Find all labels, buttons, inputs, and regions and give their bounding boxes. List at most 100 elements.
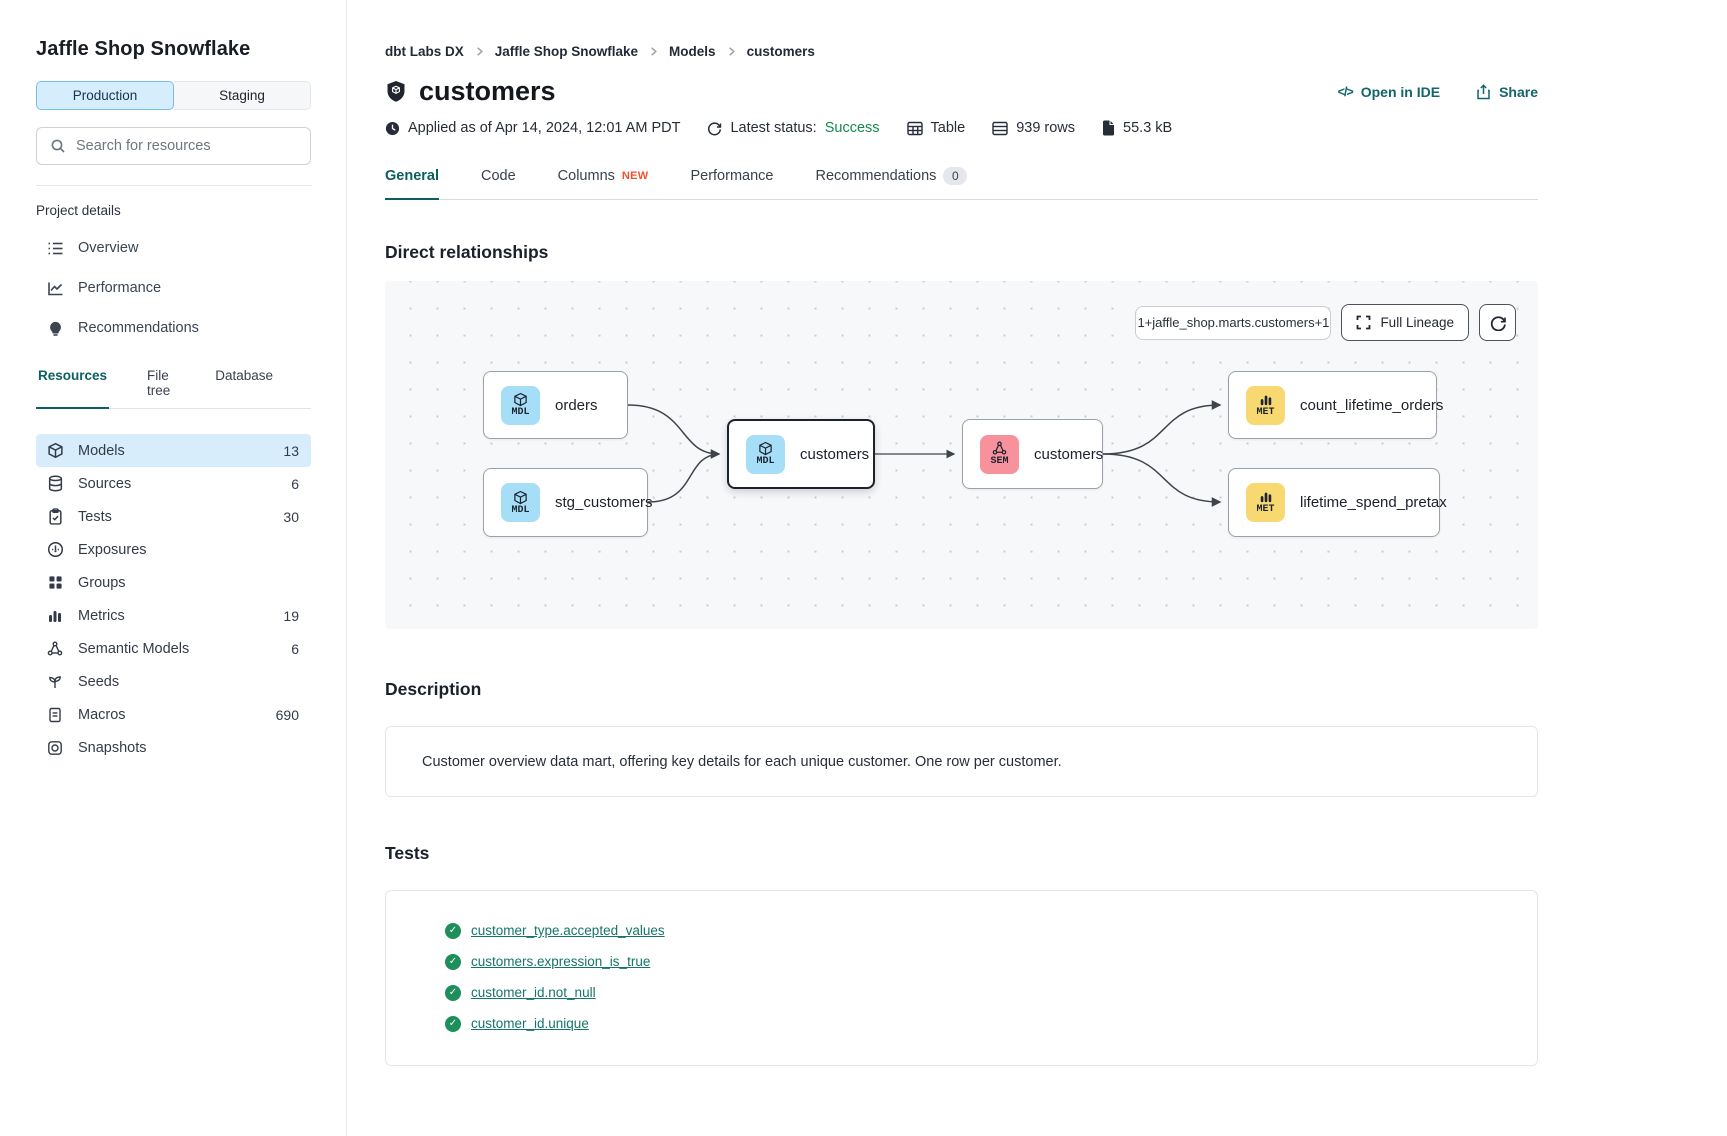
- bar-chart-icon: [46, 607, 64, 625]
- test-link[interactable]: customers.expression_is_true: [471, 954, 651, 969]
- sidebar: Jaffle Shop Snowflake Production Staging…: [0, 0, 347, 1136]
- tab-file-tree[interactable]: File tree: [147, 368, 171, 398]
- metric-badge: MET: [1246, 483, 1285, 522]
- open-in-ide-button[interactable]: </> Open in IDE: [1337, 83, 1441, 100]
- sidebar-item-macros[interactable]: Macros 690: [36, 698, 311, 731]
- lineage-node-count-lifetime-orders[interactable]: MET count_lifetime_orders: [1228, 371, 1443, 439]
- lineage-node-customers-semantic[interactable]: SEM customers: [962, 419, 1103, 489]
- full-lineage-button[interactable]: Full Lineage: [1341, 304, 1469, 341]
- sidebar-item-semantic-models[interactable]: Semantic Models 6: [36, 632, 311, 665]
- rows-icon: [992, 121, 1008, 136]
- test-link[interactable]: customer_type.accepted_values: [471, 923, 665, 938]
- search-input[interactable]: [76, 138, 298, 154]
- environment-staging-button[interactable]: Staging: [174, 81, 311, 110]
- lineage-graph[interactable]: Full Lineage MDL: [385, 281, 1538, 629]
- breadcrumb-item[interactable]: Models: [669, 44, 716, 59]
- lineage-node-stg-customers[interactable]: MDL stg_customers: [483, 468, 653, 537]
- breadcrumb-item[interactable]: Jaffle Shop Snowflake: [494, 44, 639, 59]
- resource-label: Groups: [78, 574, 126, 591]
- model-badge: MDL: [746, 434, 785, 474]
- breadcrumb-item-current: customers: [746, 44, 815, 59]
- node-label: lifetime_spend_pretax: [1300, 494, 1447, 511]
- chevron-right-icon: [474, 46, 485, 57]
- meta-size: 55.3 kB: [1102, 120, 1172, 136]
- status-success-text: Success: [824, 120, 880, 136]
- node-label: count_lifetime_orders: [1300, 396, 1444, 414]
- gauge-icon: [46, 541, 64, 559]
- lineage-node-lifetime-spend-pretax[interactable]: MET lifetime_spend_pretax: [1228, 468, 1447, 537]
- refresh-icon: [1490, 315, 1506, 331]
- resource-label: Tests: [78, 508, 112, 525]
- lineage-edges: [627, 400, 1222, 507]
- page-title: customers: [419, 76, 556, 106]
- resource-count: 30: [283, 508, 299, 525]
- project-title: Jaffle Shop Snowflake: [36, 38, 251, 60]
- refresh-lineage-button[interactable]: [1479, 304, 1516, 341]
- file-size-icon: [1102, 120, 1115, 136]
- search-icon: [49, 137, 67, 155]
- title-row: customers </> Open in IDE Share: [385, 76, 1538, 107]
- description-heading: Description: [385, 679, 482, 699]
- tab-database[interactable]: Database: [215, 368, 273, 383]
- sidebar-item-sources[interactable]: Sources 6: [36, 467, 311, 500]
- model-badge: MDL: [501, 483, 540, 522]
- breadcrumb-item[interactable]: dbt Labs DX: [385, 44, 464, 59]
- share-network-icon: [46, 640, 64, 658]
- node-label: customers: [1034, 445, 1104, 463]
- sidebar-item-models[interactable]: Models 13: [36, 434, 311, 467]
- resource-label: Sources: [78, 475, 132, 492]
- check-circle-icon: ✓: [445, 922, 461, 939]
- sidebar-item-snapshots[interactable]: Snapshots: [36, 731, 311, 764]
- count-badge: 0: [943, 167, 968, 185]
- test-link[interactable]: customer_id.unique: [471, 1016, 589, 1031]
- lineage-selector-input[interactable]: [1135, 305, 1332, 340]
- tab-general[interactable]: General: [385, 167, 439, 200]
- environment-production-button[interactable]: Production: [36, 81, 174, 110]
- metric-badge: MET: [1246, 385, 1285, 425]
- lineage-node-orders[interactable]: MDL orders: [483, 371, 628, 439]
- sidebar-item-tests[interactable]: Tests 30: [36, 500, 311, 533]
- sidebar-item-groups[interactable]: Groups: [36, 566, 311, 599]
- sidebar-item-seeds[interactable]: Seeds: [36, 665, 311, 698]
- sidebar-item-recommendations[interactable]: Recommendations: [36, 308, 311, 348]
- tab-resources[interactable]: Resources: [36, 360, 110, 409]
- check-circle-icon: ✓: [445, 984, 461, 1001]
- model-shield-icon: [385, 80, 406, 103]
- tab-code[interactable]: Code: [481, 168, 516, 184]
- grid-icon: [46, 574, 64, 592]
- clipboard-check-icon: [46, 508, 64, 526]
- chart-line-icon: [46, 279, 64, 297]
- export-icon: [1476, 83, 1491, 100]
- camera-icon: [46, 739, 64, 757]
- tab-performance[interactable]: Performance: [690, 168, 774, 184]
- breadcrumb: dbt Labs DX Jaffle Shop Snowflake Models…: [385, 44, 1538, 59]
- sidebar-item-performance[interactable]: Performance: [36, 268, 311, 308]
- resource-list: Models 13 Sources 6 Tests 30 Exposures: [36, 434, 311, 764]
- project-nav: Overview Performance Recommendations: [36, 228, 311, 348]
- sidebar-item-label: Overview: [78, 240, 139, 256]
- lineage-node-customers-model[interactable]: MDL customers: [727, 419, 875, 489]
- share-button[interactable]: Share: [1476, 84, 1538, 100]
- test-row: ✓ customer_type.accepted_values: [445, 915, 1537, 946]
- table-icon: [906, 121, 923, 136]
- sidebar-item-metrics[interactable]: Metrics 19: [36, 599, 311, 632]
- search-box[interactable]: [36, 127, 311, 165]
- resource-label: Macros: [78, 706, 126, 723]
- main-content: dbt Labs DX Jaffle Shop Snowflake Models…: [347, 0, 1727, 1136]
- clock-icon: [385, 121, 400, 136]
- test-link[interactable]: customer_id.not_null: [471, 985, 596, 1000]
- node-label: stg_customers: [555, 494, 653, 511]
- sidebar-item-overview[interactable]: Overview: [36, 228, 311, 268]
- list-icon: [46, 239, 64, 257]
- resource-count: 19: [283, 607, 299, 624]
- resource-label: Metrics: [78, 607, 125, 624]
- sidebar-item-exposures[interactable]: Exposures: [36, 533, 311, 566]
- test-row: ✓ customer_id.not_null: [445, 977, 1537, 1008]
- description-card: Customer overview data mart, offering ke…: [385, 726, 1538, 797]
- environment-toggle: Production Staging: [36, 81, 311, 110]
- semantic-model-badge: SEM: [980, 434, 1019, 474]
- lightbulb-icon: [46, 319, 64, 337]
